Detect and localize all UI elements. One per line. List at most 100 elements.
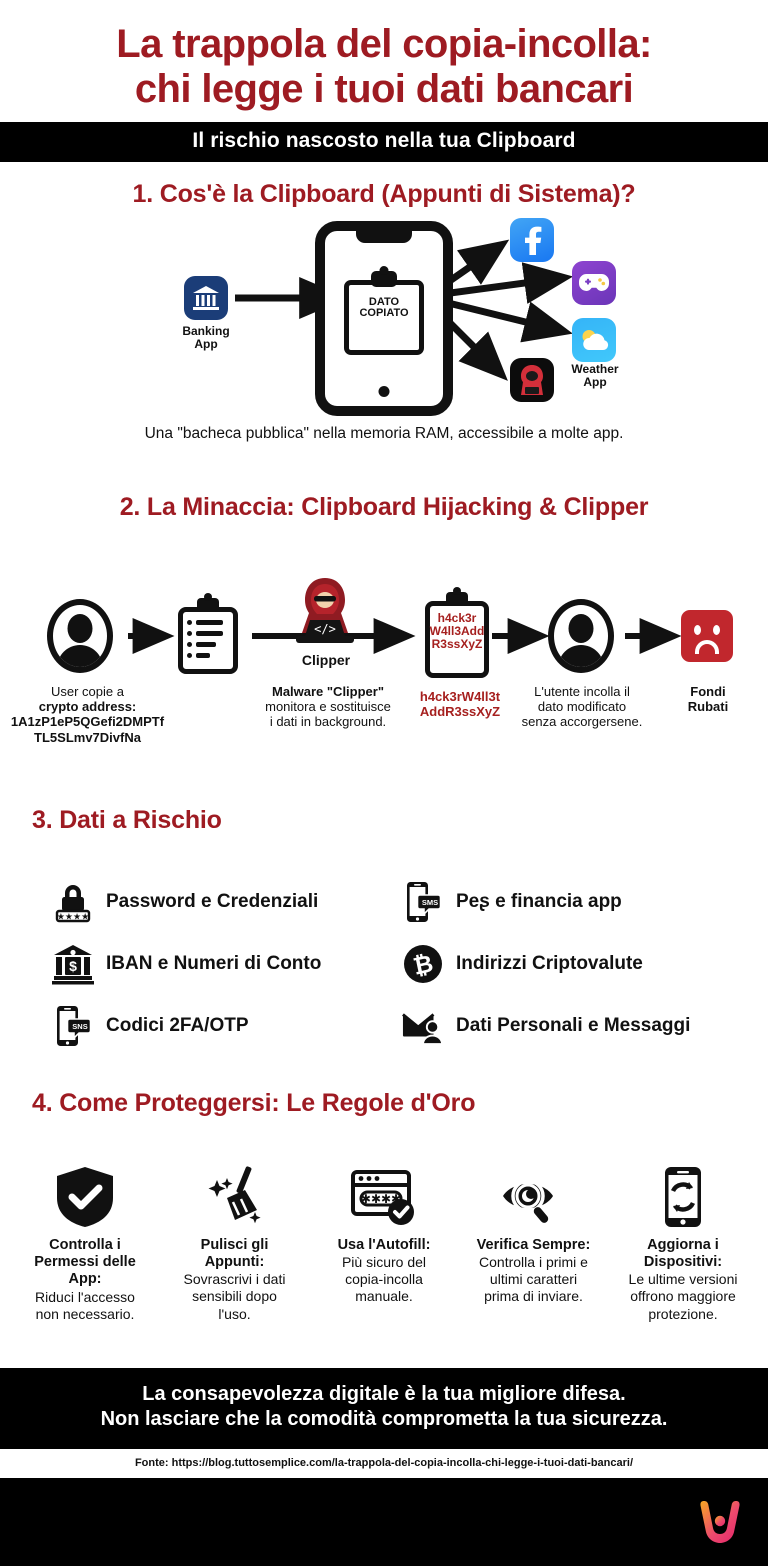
sad-eye-right [713,624,720,635]
hero-header: La trappola del copia-incolla: chi legge… [0,0,768,122]
u-gradient-logo [700,1500,740,1543]
hacker-laptop-glyph: </> [296,577,354,643]
risk-item-iban: $ IBAN e Numeri di Conto [52,943,402,985]
bitcoin-icon: ₿ [402,943,444,985]
risk-item-label: Indirizzi Criptovalute [456,952,643,974]
cloud-sun-glyph [582,329,609,350]
tip-body: Più sicuro del copia-incolla manuale. [313,1254,455,1305]
tip-heading-line-1: Pulisci gli [200,1236,269,1253]
user-copies-caption-line-2: crypto address: [38,698,137,714]
list-item [187,630,223,636]
malware-caption-line-2: monitora e sostituisce [265,698,391,714]
user-copies-caption-line-4: TL5SLmv7DivfNa [34,729,141,745]
tip-body-line-1: Sovrascrivi i dati [183,1271,286,1288]
avatar-torso [57,644,103,667]
list-item [187,619,223,625]
hacked-text-line-3: R3ssXyZ [431,637,483,652]
tip-clean-clipboard: Pulisci gli Appunti: Sovrascrivi i dati … [164,1166,306,1323]
risk-item-crypto: ₿ Indirizzi Criptovalute [402,943,742,985]
modified-address-line-1: h4ck3rW4ll3t [419,688,501,704]
sad-face-badge [681,609,733,662]
facebook-app-icon [510,217,554,262]
risk-item-label: Dati Personali e Messaggi [456,1014,691,1036]
banking-app-icon [184,275,228,320]
tip-body: Le ultime versioni offrono maggiore prot… [612,1271,754,1322]
tip-heading: Controlla i Permessi delle App: [14,1237,156,1289]
tip-body-line-1: Controlla i primi e [479,1253,588,1270]
weather-app-icon [572,317,616,362]
weather-app-label: Weather App [555,362,635,390]
page-title: La trappola del copia-incolla: chi legge… [18,22,750,112]
risk-item-label: Password e Credenziali [106,890,319,912]
list-item [187,641,223,647]
cta-line-1: La consapevolezza digitale è la tua migl… [142,1382,626,1405]
user-pastes-line-2: dato modificato [537,698,627,714]
hacked-clipboard-clip [446,591,468,606]
source-line: Fonte: https://blog.tuttosemplice.com/la… [0,1448,768,1478]
malware-caption-line-1: Malware "Clipper" [271,683,385,699]
user-pastes-line-1: L'utente incolla il [534,683,630,699]
page-title-line-2: chi legge i tuoi dati bancari [134,66,634,111]
bank-icon: $ [52,943,94,985]
autofill-browser-icon: ✱✱✱✱ [313,1166,455,1228]
user-pastes-line-3: senza accorgersene. [521,714,643,730]
section-4-title: 4. Come Proteggersi: Le Regole d'Oro [32,1088,476,1117]
section-2-diagram: User copie a crypto address: 1A1zP1eP5QG… [0,526,768,788]
tip-body: Controlla i primi e ultimi caratteri pri… [463,1254,605,1305]
tip-heading: Usa l'Autofill: [313,1237,455,1254]
tip-heading-line-1: Usa l'Autofill: [337,1236,431,1253]
malware-caption-line-3: i dati in background. [269,714,387,730]
user-copies-caption-line-1: User copie a [51,683,124,699]
stolen-funds-icon [681,609,733,662]
tip-heading-line-1: Controlla i [49,1236,121,1253]
hacked-clipboard-text: h4ck3r W4ll3Add R3ssXyZ [425,610,489,652]
gamepad-glyph [579,274,609,292]
hacked-clipboard: h4ck3r W4ll3Add R3ssXyZ [425,591,489,678]
section-3-title: 3. Dati a Rischio [32,805,222,834]
tip-body-line-1: Più sicuro del [341,1253,427,1270]
user-copies-caption-line-3: 1A1zP1eP5QGefi2DMPTf [10,714,165,730]
tip-heading-line-1: Aggiorna i [647,1236,719,1253]
risk-item-2fa: SNS Codici 2FA/OTP [52,1005,402,1047]
user-pastes-avatar [548,598,614,673]
user-copies-caption: User copie a crypto address: 1A1zP1eP5QG… [0,684,175,745]
tip-heading: Pulisci gli Appunti: [164,1237,306,1272]
tip-heading: Verifica Sempre: [463,1237,605,1254]
risk-item-pos-finance: SMS Peʂ e financia app [402,881,742,923]
user-copies-avatar [47,598,113,673]
banking-app-label-line-2: App [194,337,218,352]
section-1-title: 1. Cos'è la Clipboard (Appunti di Sistem… [132,179,636,208]
infographic-page: La trappola del copia-incolla: chi legge… [0,0,768,1470]
stolen-funds-line-2: Rubati [687,698,729,714]
avatar-torso [558,644,604,667]
avatar-head [568,613,594,643]
page-title-line-1: La trappola del copia-incolla: [116,22,652,66]
tip-body-line-3: l'uso. [218,1305,251,1322]
broom-sparkle-icon [164,1166,306,1228]
svg-text:SNS: SNS [72,1022,87,1031]
malware-clipper-caption: Malware "Clipper" monitora e sostituisce… [248,684,408,730]
tip-body-line-1: Le ultime versioni [628,1271,738,1288]
tip-heading: Aggiorna i Dispositivi: [612,1237,754,1272]
clipboard-small [178,597,238,674]
tip-body-line-3: protezione. [648,1305,718,1322]
hacked-text-line-1: h4ck3r [437,610,477,625]
stolen-funds-line-1: Fondi [690,683,726,699]
svg-text:★★★★: ★★★★ [57,912,89,922]
banking-app-label: Banking App [160,324,252,352]
risk-item-label: Codici 2FA/OTP [106,1014,249,1036]
sad-mouth [695,639,719,654]
clipboard-list-icon [178,597,238,674]
section-1-caption: Una "bacheca pubblica" nella memoria RAM… [144,424,624,442]
tip-body-line-2: offrono maggiore [630,1288,736,1305]
risk-item-personal-data: Dati Personali e Messaggi [402,1005,742,1047]
stolen-funds-caption: Fondi Rubati [662,684,754,715]
tip-use-autofill: ✱✱✱✱ Usa l'Autofill: Più sicuro del copi… [313,1166,455,1323]
mail-person-icon [402,1005,444,1047]
eye-magnifier-icon [463,1166,605,1228]
tip-body: Riduci l'accesso non necessario. [14,1289,156,1323]
footer-black-band [0,1477,768,1566]
game-app-icon [572,260,616,305]
clipboard-text-line-2: COPIATO [359,307,409,320]
tip-heading-line-2: Appunti: [204,1253,265,1270]
